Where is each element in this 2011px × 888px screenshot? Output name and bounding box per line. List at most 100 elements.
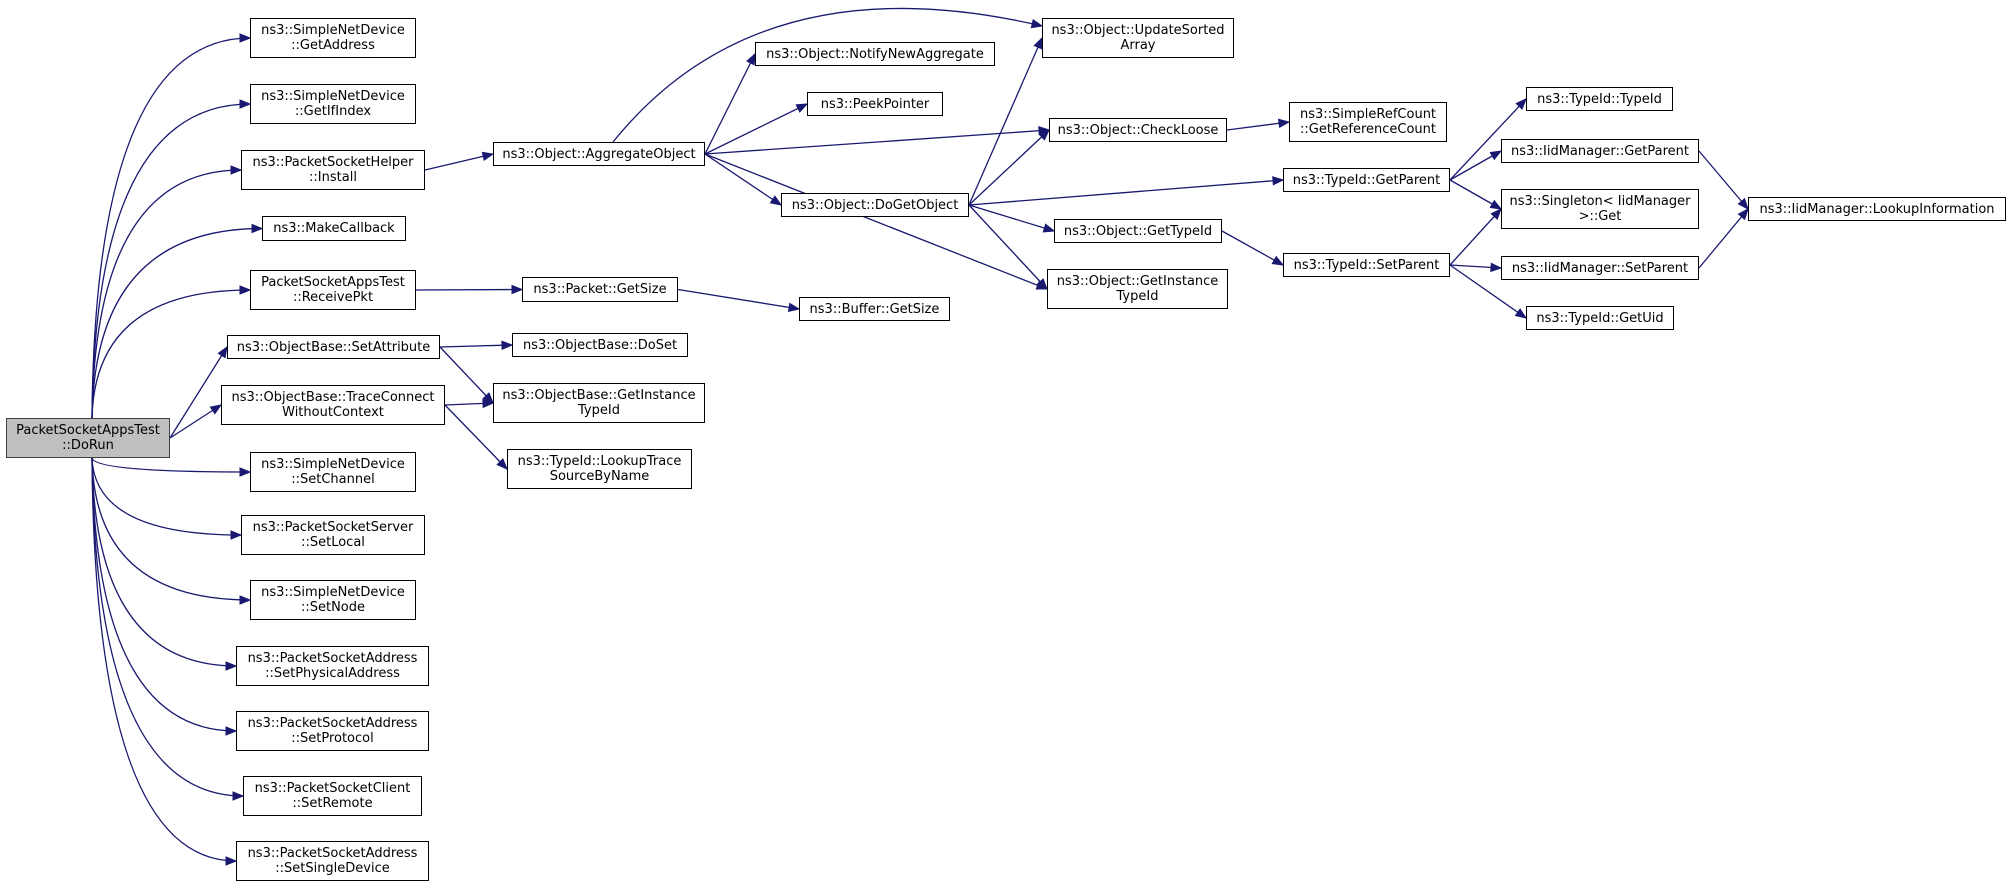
edge-line — [968, 204, 1055, 232]
node-sn-setnode[interactable]: ns3::SimpleNetDevice ::SetNode — [250, 580, 416, 620]
edge-line — [704, 153, 1048, 290]
edge-arrowhead — [746, 52, 756, 66]
edge-arrowhead — [496, 458, 508, 470]
edge-arrowhead — [1033, 36, 1043, 50]
edge-arrowhead — [230, 165, 243, 175]
node-psc-setremote[interactable]: ns3::PacketSocketClient ::SetRemote — [243, 776, 422, 816]
edge-line — [169, 346, 228, 439]
node-packet-getsize[interactable]: ns3::Packet::GetSize — [522, 277, 678, 302]
edge-arrowhead — [787, 302, 801, 313]
node-dorun: PacketSocketAppsTest ::DoRun — [6, 418, 170, 458]
node-psh-install[interactable]: ns3::PacketSocketHelper ::Install — [241, 150, 425, 190]
edge-arrowhead — [769, 195, 783, 206]
edge-line — [968, 37, 1043, 206]
edge-line — [91, 457, 237, 862]
edge-arrowhead — [1737, 197, 1749, 211]
node-makecallback[interactable]: ns3::MakeCallback — [262, 216, 406, 241]
edge-line — [91, 457, 242, 536]
edge-line — [968, 204, 1048, 290]
edge-arrowhead — [239, 285, 252, 295]
edge-arrowhead — [225, 726, 238, 736]
node-ob-traceconnect[interactable]: ns3::ObjectBase::TraceConnect WithoutCon… — [221, 385, 445, 425]
node-psa-setsingle[interactable]: ns3::PacketSocketAddress ::SetSingleDevi… — [236, 841, 429, 881]
edge-arrowhead — [481, 151, 495, 162]
edge-line — [1449, 264, 1527, 319]
node-obj-dogetobject[interactable]: ns3::Object::DoGetObject — [781, 193, 969, 217]
node-ob-doset[interactable]: ns3::ObjectBase::DoSet — [512, 333, 688, 357]
edge-arrowhead — [1272, 176, 1285, 186]
node-obj-aggregate[interactable]: ns3::Object::AggregateObject — [493, 142, 705, 166]
edge-arrowhead — [1737, 207, 1749, 221]
node-iid-getparent[interactable]: ns3::IidManager::GetParent — [1501, 139, 1699, 163]
node-sn-getaddress[interactable]: ns3::SimpleNetDevice ::GetAddress — [250, 18, 416, 58]
node-typeid-typeid[interactable]: ns3::TypeId::TypeId — [1526, 87, 1673, 111]
edge-line — [91, 169, 242, 419]
edge-line — [91, 103, 251, 419]
edge-line — [1221, 230, 1284, 266]
edge-arrowhead — [1489, 150, 1503, 161]
node-ob-getinstancetypeid[interactable]: ns3::ObjectBase::GetInstance TypeId — [493, 383, 705, 423]
edge-arrowhead — [1042, 223, 1056, 233]
edge-arrowhead — [482, 392, 494, 404]
edge-arrowhead — [1277, 118, 1291, 129]
node-buffer-getsize[interactable]: ns3::Buffer::GetSize — [799, 297, 950, 321]
node-iid-setparent[interactable]: ns3::IidManager::SetParent — [1501, 256, 1699, 280]
edge-arrowhead — [1030, 18, 1044, 29]
edge-arrowhead — [1515, 98, 1527, 110]
edge-line — [91, 457, 251, 473]
edge-line — [424, 153, 494, 171]
node-peekpointer[interactable]: ns3::PeekPointer — [807, 92, 943, 116]
node-obj-checkloose[interactable]: ns3::Object::CheckLoose — [1049, 118, 1227, 142]
edge-line — [91, 457, 251, 601]
node-sn-getifindex[interactable]: ns3::SimpleNetDevice ::GetIfIndex — [250, 84, 416, 124]
node-typeid-setparent[interactable]: ns3::TypeId::SetParent — [1283, 253, 1450, 277]
node-simplerefcount[interactable]: ns3::SimpleRefCount ::GetReferenceCount — [1289, 102, 1447, 142]
edge-arrowhead — [482, 398, 495, 409]
edge-arrowhead — [251, 223, 264, 234]
edge-line — [968, 129, 1050, 206]
edge-line — [612, 7, 1043, 143]
node-typeid-getuid[interactable]: ns3::TypeId::GetUid — [1526, 306, 1674, 330]
edge-line — [968, 179, 1284, 206]
node-psa-setprotocol[interactable]: ns3::PacketSocketAddress ::SetProtocol — [236, 711, 429, 751]
node-obj-getinstancetypeid[interactable]: ns3::Object::GetInstance TypeId — [1047, 269, 1228, 309]
node-obj-updatesorted[interactable]: ns3::Object::UpdateSorted Array — [1042, 18, 1234, 58]
node-psa-setphysical[interactable]: ns3::PacketSocketAddress ::SetPhysicalAd… — [236, 646, 429, 686]
edge-line — [439, 346, 494, 404]
edge-line — [704, 53, 756, 155]
node-typeid-getparent[interactable]: ns3::TypeId::GetParent — [1283, 168, 1450, 192]
edge-line — [439, 344, 513, 348]
edge-line — [1698, 208, 1749, 269]
node-pss-setlocal[interactable]: ns3::PacketSocketServer ::SetLocal — [241, 515, 425, 555]
edge-arrowhead — [1038, 129, 1050, 141]
edge-line — [91, 227, 263, 419]
edge-line — [91, 289, 251, 419]
edge-line — [704, 103, 808, 155]
edge-arrowhead — [209, 404, 223, 415]
edge-line — [1449, 98, 1527, 181]
node-ob-setattribute[interactable]: ns3::ObjectBase::SetAttribute — [227, 335, 440, 359]
node-obj-notifynew[interactable]: ns3::Object::NotifyNewAggregate — [755, 42, 995, 66]
node-receivepkt[interactable]: PacketSocketAppsTest ::ReceivePkt — [250, 270, 416, 310]
node-sn-setchannel[interactable]: ns3::SimpleNetDevice ::SetChannel — [250, 452, 416, 492]
edge-arrowhead — [225, 661, 238, 671]
edge-arrowhead — [225, 856, 238, 866]
edge-arrowhead — [239, 467, 252, 477]
edge-arrowhead — [1271, 255, 1285, 266]
edge-arrowhead — [1489, 199, 1503, 210]
edge-line — [444, 404, 508, 470]
edge-arrowhead — [1490, 262, 1503, 273]
node-singleton-get[interactable]: ns3::Singleton< IidManager >::Get — [1501, 189, 1699, 229]
node-iid-lookupinfo[interactable]: ns3::IidManager::LookupInformation — [1748, 197, 2006, 221]
edge-line — [91, 457, 237, 667]
node-typeid-lookuptrace[interactable]: ns3::TypeId::LookupTrace SourceByName — [507, 449, 692, 489]
edge-arrowhead — [1490, 208, 1502, 220]
edge-line — [704, 153, 782, 206]
node-obj-gettypeid[interactable]: ns3::Object::GetTypeId — [1054, 219, 1222, 243]
edge-line — [1449, 208, 1502, 266]
edge-line — [1698, 150, 1749, 210]
edge-line — [91, 37, 251, 419]
edge-arrowhead — [511, 284, 524, 295]
edge-line — [415, 288, 523, 291]
